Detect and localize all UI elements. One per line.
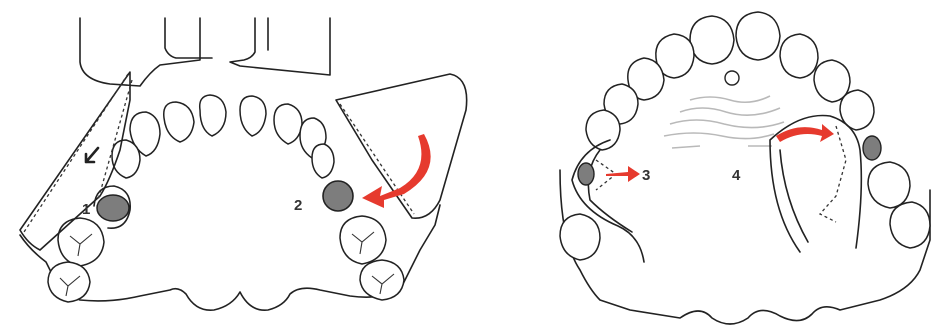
label-3: 3 — [642, 167, 650, 184]
flap-2-outline — [336, 74, 467, 218]
right-panel: 3 4 — [560, 12, 930, 324]
arrow-3-red — [606, 166, 640, 182]
rugae-1 — [690, 96, 770, 102]
upper-tooth-9 — [586, 110, 620, 150]
site-4-defect — [863, 136, 881, 160]
label-1: 1 — [82, 201, 90, 218]
tooth-molar-right-2 — [360, 260, 404, 300]
tooth-molar-left-1 — [58, 218, 104, 266]
tooth-molar-left-2 — [48, 262, 90, 302]
arrow-4-red-curved — [776, 124, 834, 142]
rugae-5 — [672, 146, 700, 148]
site-4-dotted — [820, 126, 846, 222]
tooth-lateral-right — [274, 104, 302, 144]
lower-right-molar-2 — [890, 202, 930, 248]
site-2-defect — [323, 181, 353, 211]
site-3-flap-line-2 — [588, 150, 632, 232]
right-lip-outline — [230, 18, 330, 75]
left-panel: 1 2 — [20, 18, 467, 310]
lower-left-molar — [560, 214, 600, 260]
site-3-defect — [578, 163, 594, 185]
left-frenum-line — [165, 18, 212, 58]
upper-tooth-1 — [690, 16, 734, 64]
incisive-papilla — [725, 71, 739, 85]
tooth-central-left — [200, 95, 226, 136]
tooth-molar-right-1 — [340, 216, 386, 264]
lower-right-molar-1 — [868, 162, 910, 208]
tooth-lateral-left — [164, 102, 194, 142]
label-4: 4 — [732, 167, 741, 184]
rugae-2 — [680, 108, 780, 115]
arrow-1-dark — [86, 148, 98, 162]
left-lip-outline — [80, 18, 200, 86]
rugae-4 — [664, 133, 774, 139]
upper-tooth-2 — [736, 12, 780, 60]
site-4-flap-inner — [780, 150, 808, 242]
upper-tooth-4 — [780, 34, 818, 78]
rugae-3 — [670, 120, 784, 128]
site-1-defect — [97, 195, 129, 221]
tooth-premolar-right — [312, 144, 334, 178]
tooth-central-right — [240, 96, 266, 136]
label-2: 2 — [294, 197, 302, 214]
arrow-2-red-curved — [362, 134, 431, 208]
